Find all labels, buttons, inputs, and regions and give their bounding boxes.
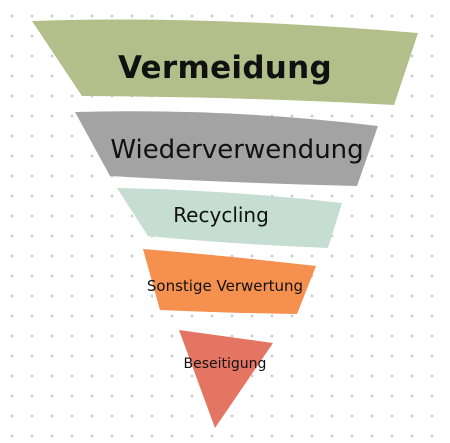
tier-wiederverwendung-shape [75, 111, 378, 186]
tier-label-beseitigung: Beseitigung [183, 356, 267, 372]
tier-sonstige-verwertung-shape [143, 249, 316, 314]
tier-vermeidung-shape [32, 19, 418, 105]
tier-label-vermeidung: Vermeidung [117, 50, 333, 86]
tier-beseitigung-shape [179, 330, 273, 428]
tier-label-recycling: Recycling [173, 203, 269, 227]
tier-recycling-shape [117, 188, 342, 248]
tier-label-sonstige-verwertung: Sonstige Verwertung [146, 277, 304, 295]
tier-label-wiederverwendung: Wiederverwendung [110, 135, 364, 165]
